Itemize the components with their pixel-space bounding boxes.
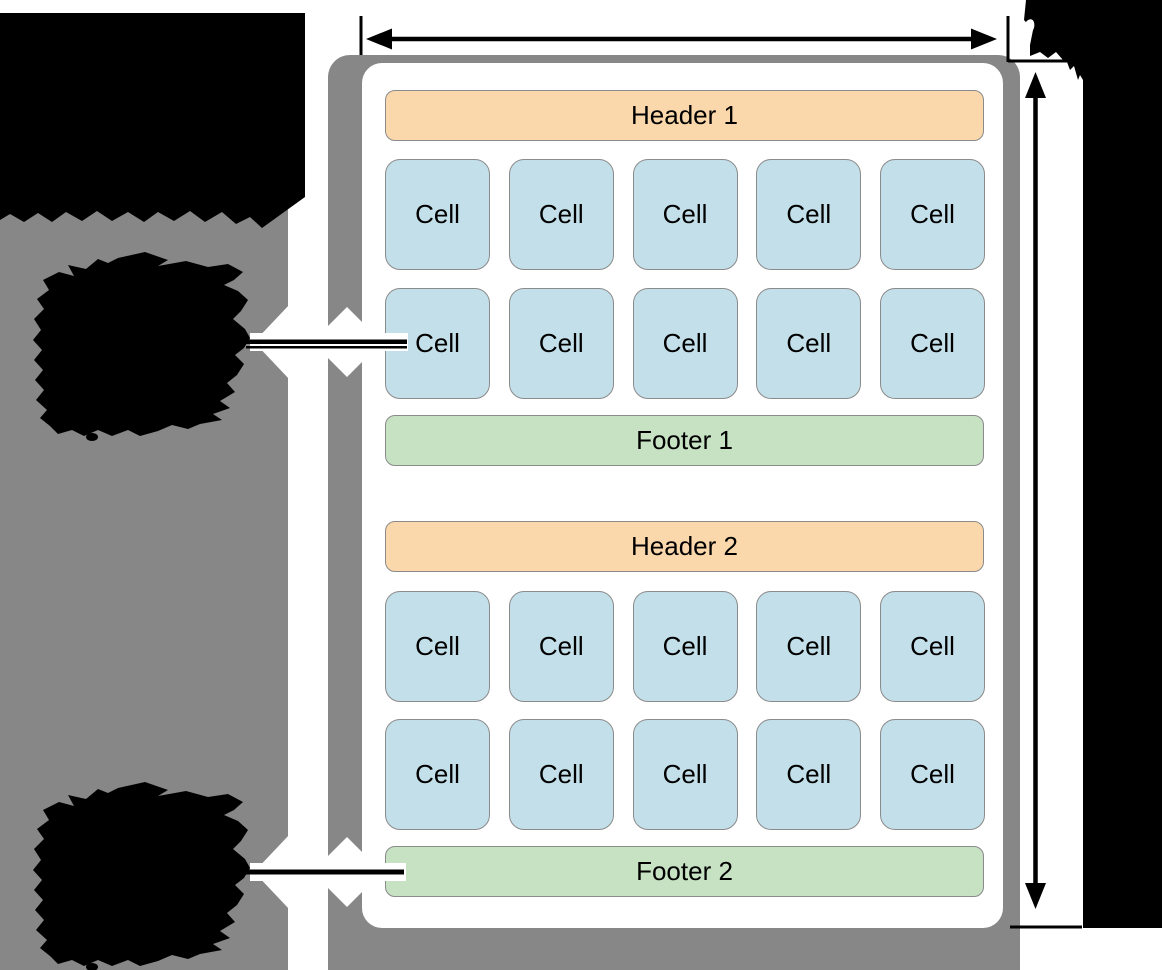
section-2-header: Header 2 [385, 521, 984, 572]
cell: Cell [756, 288, 862, 399]
width-extent-tick-right [1006, 16, 1010, 62]
cell: Cell [385, 288, 490, 399]
cell: Cell [880, 288, 985, 399]
section-1-header: Header 1 [385, 90, 984, 141]
arrowhead-right [971, 28, 997, 50]
cell: Cell [508, 591, 614, 702]
cell: Cell [508, 719, 614, 830]
width-extent-tick-left [359, 16, 363, 55]
right-edge-band [1083, 0, 1162, 928]
height-extent-tick-bottom [1010, 925, 1082, 929]
cell: Cell [880, 159, 985, 270]
height-extent-tick-top [1008, 59, 1080, 63]
arrowhead-left [366, 28, 392, 50]
cell: Cell [385, 719, 490, 830]
arrowhead-down [1025, 883, 1046, 909]
cell: Cell [508, 159, 614, 270]
cell: Cell [880, 591, 985, 702]
cell: Cell [385, 591, 490, 702]
arrowhead-up [1025, 72, 1046, 98]
left-gray-background [0, 55, 288, 970]
cell: Cell [632, 159, 738, 270]
cell: Cell [385, 159, 490, 270]
section-2-cell-row-2: Cell Cell Cell Cell Cell [385, 719, 985, 830]
cell: Cell [632, 719, 738, 830]
cell: Cell [508, 288, 614, 399]
cell: Cell [632, 591, 738, 702]
section-1-footer: Footer 1 [385, 415, 984, 466]
cell: Cell [632, 288, 738, 399]
section-1-cell-row-1: Cell Cell Cell Cell Cell [385, 159, 985, 270]
cell: Cell [756, 159, 862, 270]
section-1-cell-row-2: Cell Cell Cell Cell Cell [385, 288, 985, 399]
cell: Cell [756, 591, 862, 702]
cell: Cell [756, 719, 862, 830]
section-2-cell-row-1: Cell Cell Cell Cell Cell [385, 591, 985, 702]
section-2-footer: Footer 2 [385, 846, 984, 897]
cell: Cell [880, 719, 985, 830]
collection-view-content-panel: Header 1 Cell Cell Cell Cell Cell Cell C… [362, 63, 1003, 928]
